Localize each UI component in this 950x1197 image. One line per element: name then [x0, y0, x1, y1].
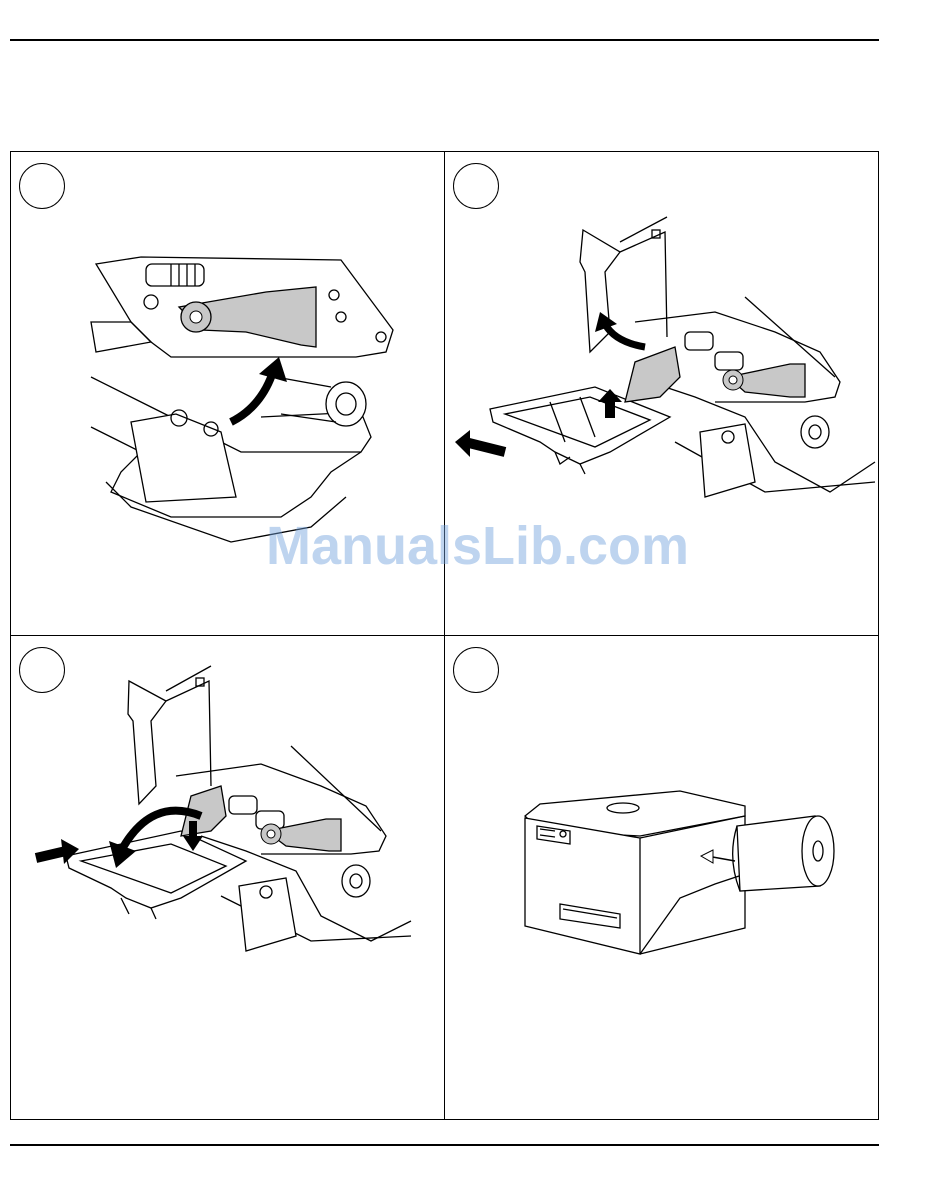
step-panel-3	[11, 636, 444, 1119]
insert-media-roll-illustration	[445, 636, 878, 1119]
steps-grid	[10, 151, 879, 1120]
watermark: ManualsLib.com	[266, 515, 689, 577]
header-rule	[10, 39, 879, 41]
push-in-printhead-carriage-illustration	[11, 636, 444, 1119]
step-panel-4	[445, 636, 878, 1119]
footer-rule	[10, 1144, 879, 1146]
